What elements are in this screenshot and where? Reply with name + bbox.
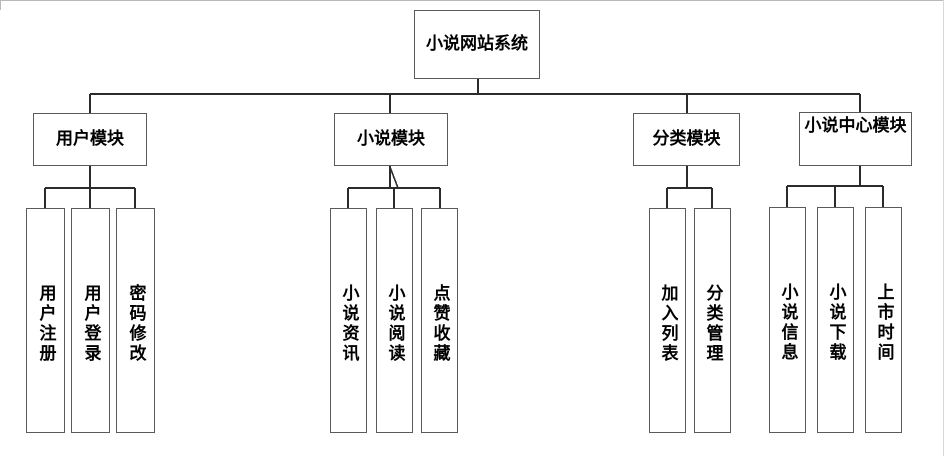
module-novel-center-label: 小说中心模块: [804, 116, 907, 136]
root-node-label: 小说网站系统: [426, 34, 528, 55]
edge-novel-stem-diagonal: [389, 166, 399, 189]
leaf-user-login-label: 用户登录: [80, 283, 101, 364]
leaf-category-manage[interactable]: 分类管理: [694, 208, 731, 433]
leaf-novel-info[interactable]: 小说信息: [769, 207, 806, 433]
leaf-novel-download[interactable]: 小说下载: [817, 207, 854, 433]
page-border-top: [0, 0, 944, 1]
root-node[interactable]: 小说网站系统: [414, 10, 540, 79]
leaf-release-time-label: 上市时间: [873, 283, 894, 363]
page-border-left: [0, 0, 1, 10]
leaf-novel-news-label: 小说资讯: [338, 283, 359, 364]
leaf-password-change-label: 密码修改: [125, 283, 146, 364]
leaf-category-manage-label: 分类管理: [702, 283, 723, 364]
module-category[interactable]: 分类模块: [633, 113, 740, 166]
leaf-novel-reading-label: 小说阅读: [384, 283, 405, 364]
leaf-novel-download-label: 小说下载: [825, 283, 846, 363]
leaf-user-login[interactable]: 用户登录: [71, 208, 110, 433]
leaf-novel-reading[interactable]: 小说阅读: [376, 208, 413, 433]
leaf-like-favorite-label: 点赞收藏: [429, 283, 450, 364]
module-user-label: 用户模块: [56, 129, 124, 150]
leaf-user-register[interactable]: 用户注册: [26, 208, 65, 433]
module-novel-label: 小说模块: [357, 129, 425, 150]
leaf-release-time[interactable]: 上市时间: [865, 207, 902, 433]
leaf-add-to-list-label: 加入列表: [657, 283, 678, 364]
leaf-user-register-label: 用户注册: [35, 283, 56, 364]
module-novel-center[interactable]: 小说中心模块: [799, 112, 912, 166]
leaf-password-change[interactable]: 密码修改: [116, 208, 155, 433]
module-user[interactable]: 用户模块: [33, 113, 147, 166]
module-category-label: 分类模块: [652, 129, 721, 150]
leaf-like-favorite[interactable]: 点赞收藏: [421, 208, 458, 433]
leaf-novel-news[interactable]: 小说资讯: [330, 208, 367, 433]
module-novel[interactable]: 小说模块: [334, 113, 448, 166]
leaf-add-to-list[interactable]: 加入列表: [649, 208, 686, 433]
leaf-novel-info-label: 小说信息: [777, 283, 798, 363]
